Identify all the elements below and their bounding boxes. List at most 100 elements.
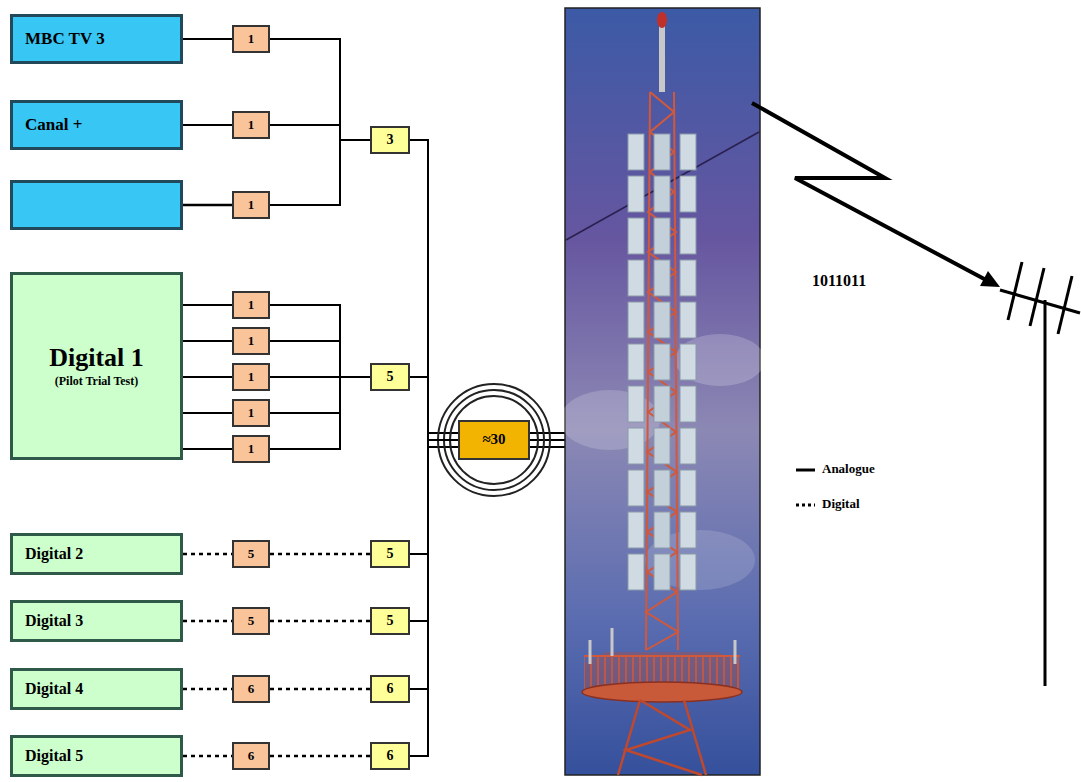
whip [589, 640, 592, 664]
antenna-element [1058, 276, 1072, 334]
mast-tip [659, 26, 665, 92]
node-label: 3 [387, 132, 394, 148]
node-label: 1 [248, 334, 255, 349]
node-label: Canal + [25, 115, 82, 135]
node-label: Digital 2 [25, 545, 83, 563]
feed-line [183, 204, 232, 207]
callout-number: 6 [370, 675, 410, 703]
node-label: Digital 5 [25, 747, 83, 765]
digital-link [270, 553, 370, 556]
node-label: 1 [248, 370, 255, 385]
tower-base [618, 700, 706, 775]
analogue-link [270, 39, 370, 140]
analogue-link [270, 341, 370, 377]
digital-link [183, 620, 232, 623]
node-label: 1 [248, 442, 255, 457]
analogue-link [410, 440, 458, 621]
analogue-link [183, 38, 232, 40]
digital-link [183, 553, 232, 556]
analogue-link [270, 377, 370, 413]
callout-number: 6 [232, 675, 270, 703]
digital-box: Digital 2 [10, 533, 183, 575]
callout-number: 3 [370, 126, 410, 154]
analogue-link [183, 124, 232, 126]
callout-number: 1 [232, 327, 270, 355]
node-label: 1 [248, 406, 255, 421]
analogue-link [410, 440, 458, 756]
radio-link [752, 103, 988, 281]
digital-link [183, 688, 232, 691]
analogue-link [183, 340, 232, 342]
node-label: 6 [387, 681, 394, 697]
digital-link [270, 755, 370, 758]
analogue-link [270, 140, 370, 205]
analogue-link [410, 440, 458, 554]
node-label: Digital 4 [25, 680, 83, 698]
analogue-link [410, 377, 458, 440]
node-label: 5 [248, 614, 255, 629]
antenna-element [1008, 262, 1022, 320]
analogue-link [183, 304, 232, 306]
analogue-link [270, 305, 370, 377]
leg [618, 700, 640, 775]
leg [684, 700, 706, 775]
digital-link [270, 688, 370, 691]
platform-deck [582, 682, 742, 702]
analogue-link [183, 448, 232, 450]
antenna-element [1030, 268, 1044, 326]
empty-channel-box [12, 182, 182, 229]
callout-number: 5 [232, 607, 270, 635]
rail-top [584, 655, 740, 657]
digital-link [183, 755, 232, 758]
node-label: 1 [248, 198, 255, 213]
ring [444, 390, 544, 490]
legend-text: Analogue [822, 461, 875, 477]
callout-number: 1 [232, 399, 270, 427]
analogue-link [183, 376, 232, 378]
node-label: 5 [387, 546, 394, 562]
channel-box: MBC TV 3 [10, 14, 183, 64]
channel-box: Canal + [10, 100, 183, 150]
callout-number: 5 [232, 540, 270, 568]
legend-dotted-sample [796, 504, 815, 507]
node-label: 6 [387, 748, 394, 764]
digital-box: Digital 1(Pilot Trial Test) [10, 272, 183, 460]
digital-box: Digital 5 [10, 735, 183, 777]
receiving-antenna [1000, 262, 1080, 686]
node-label: ≈30 [482, 431, 505, 448]
node-label: 5 [248, 547, 255, 562]
platform-antennas [590, 628, 735, 664]
callout-number: 1 [232, 435, 270, 463]
callout-number: 6 [232, 742, 270, 770]
antenna-mast [1044, 300, 1047, 686]
sky [565, 8, 760, 775]
ring [450, 396, 538, 484]
analogue-link [410, 440, 458, 689]
bitstream-label: 1011011 [812, 272, 866, 290]
callout-number: 1 [232, 363, 270, 391]
combiner-box: ≈30 [458, 420, 530, 460]
digital-link [270, 620, 370, 623]
node-label: 1 [248, 298, 255, 313]
analogue-link [183, 412, 232, 414]
node-label: 1 [248, 32, 255, 47]
callout-number: 1 [232, 111, 270, 139]
tower-picture [560, 8, 765, 775]
node-label: 6 [248, 749, 255, 764]
analogue-link [410, 140, 458, 440]
callout-number: 5 [370, 607, 410, 635]
node-label: 6 [248, 682, 255, 697]
node-label: 5 [387, 613, 394, 629]
legend-text: Digital [822, 496, 860, 512]
callout-number: 6 [370, 742, 410, 770]
node-label: 5 [387, 369, 394, 385]
arrow-head [980, 271, 1000, 287]
beacon [657, 12, 667, 28]
antenna-panels [627, 132, 697, 594]
callout-number: 5 [370, 540, 410, 568]
analogue-link [270, 125, 370, 140]
whip [611, 628, 614, 656]
node-label: 1 [248, 118, 255, 133]
digital-box: Digital 4 [10, 668, 183, 710]
